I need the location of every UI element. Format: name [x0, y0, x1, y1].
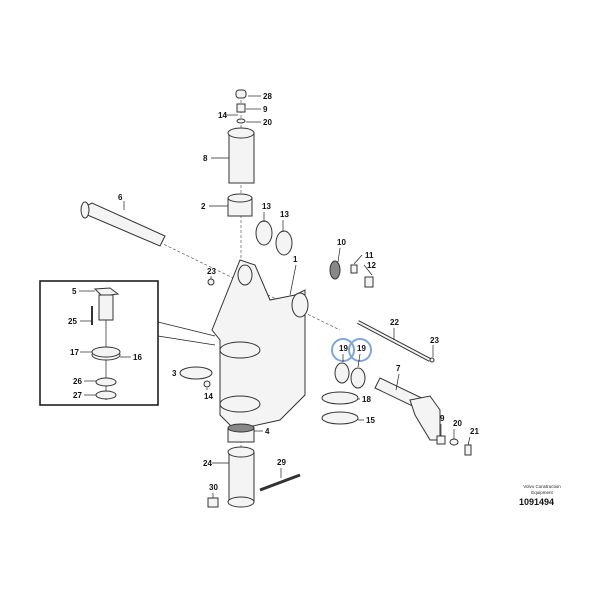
brand-label: Volvo Construction Equipment: [523, 484, 561, 495]
part-24-pin: [227, 446, 255, 508]
callout-23: 23: [430, 336, 439, 345]
drawing-number: 1091494: [519, 497, 555, 507]
callout-6: 6: [118, 193, 123, 202]
leader-line: [353, 254, 363, 265]
part-6-pin: [80, 201, 166, 247]
callout-8: 8: [203, 154, 208, 163]
callout-4: 4: [265, 427, 270, 436]
leader-line: [395, 373, 400, 391]
callout-11: 11: [365, 251, 374, 260]
callout-23: 23: [207, 267, 216, 276]
callout-25: 25: [68, 317, 77, 326]
callout-7: 7: [396, 364, 401, 373]
part-8-pin: [227, 127, 255, 184]
callout-30: 30: [209, 483, 218, 492]
part-14-grease-nipple: [203, 380, 211, 388]
part-15-shim: [321, 411, 359, 425]
callout-22: 22: [390, 318, 399, 327]
detail-inset: [39, 280, 216, 406]
part-9-nut: [236, 103, 246, 113]
inset-callouts: 5 25 17 16 26 27: [68, 287, 142, 400]
callout-13: 13: [262, 202, 271, 211]
callout-20: 20: [263, 118, 272, 127]
part-29-bolt: [259, 473, 301, 492]
part-7-pin: [374, 377, 441, 441]
callout-19: 19: [357, 344, 366, 353]
callout-27: 27: [73, 391, 82, 400]
leader-line: [289, 264, 297, 296]
callout-1: 1: [293, 255, 298, 264]
callout-5: 5: [72, 287, 77, 296]
callout-21: 21: [470, 427, 479, 436]
callout-24: 24: [203, 459, 212, 468]
part-30-nut: [207, 497, 219, 508]
part-10-washer: [329, 260, 341, 280]
part-18-shim: [321, 391, 359, 405]
callout-9: 9: [440, 414, 445, 423]
part-4-bushing: [227, 423, 255, 443]
part-3-bushing: [179, 366, 213, 380]
leader-line: [467, 436, 471, 446]
callout-2: 2: [201, 202, 206, 211]
callout-3: 3: [172, 369, 177, 378]
callout-9: 9: [263, 105, 268, 114]
part-1-swing-bracket: [211, 259, 309, 431]
callout-20: 20: [453, 419, 462, 428]
callout-14: 14: [204, 392, 213, 401]
callout-14: 14: [218, 111, 227, 120]
callout-10: 10: [337, 238, 346, 247]
callout-17: 17: [70, 348, 79, 357]
callout-19: 19: [339, 344, 348, 353]
callout-13: 13: [280, 210, 289, 219]
part-13-shim: [255, 220, 293, 256]
callout-15: 15: [366, 416, 375, 425]
callout-26: 26: [73, 377, 82, 386]
part-11-nut: [350, 264, 358, 274]
callout-16: 16: [133, 353, 142, 362]
callout-12: 12: [367, 261, 376, 270]
leader-line: [363, 264, 373, 276]
callout-28: 28: [263, 92, 272, 101]
part-12-bolt: [364, 276, 374, 288]
leader-line: [337, 247, 341, 263]
leader-line: [357, 353, 361, 368]
part-19-seal: [334, 362, 366, 389]
callout-29: 29: [277, 458, 286, 467]
part-20-washer: [236, 118, 246, 124]
part-22-rod: [357, 320, 431, 362]
part-28-bolt: [235, 89, 247, 99]
callout-18: 18: [362, 395, 371, 404]
part-2-bushing: [227, 193, 253, 217]
